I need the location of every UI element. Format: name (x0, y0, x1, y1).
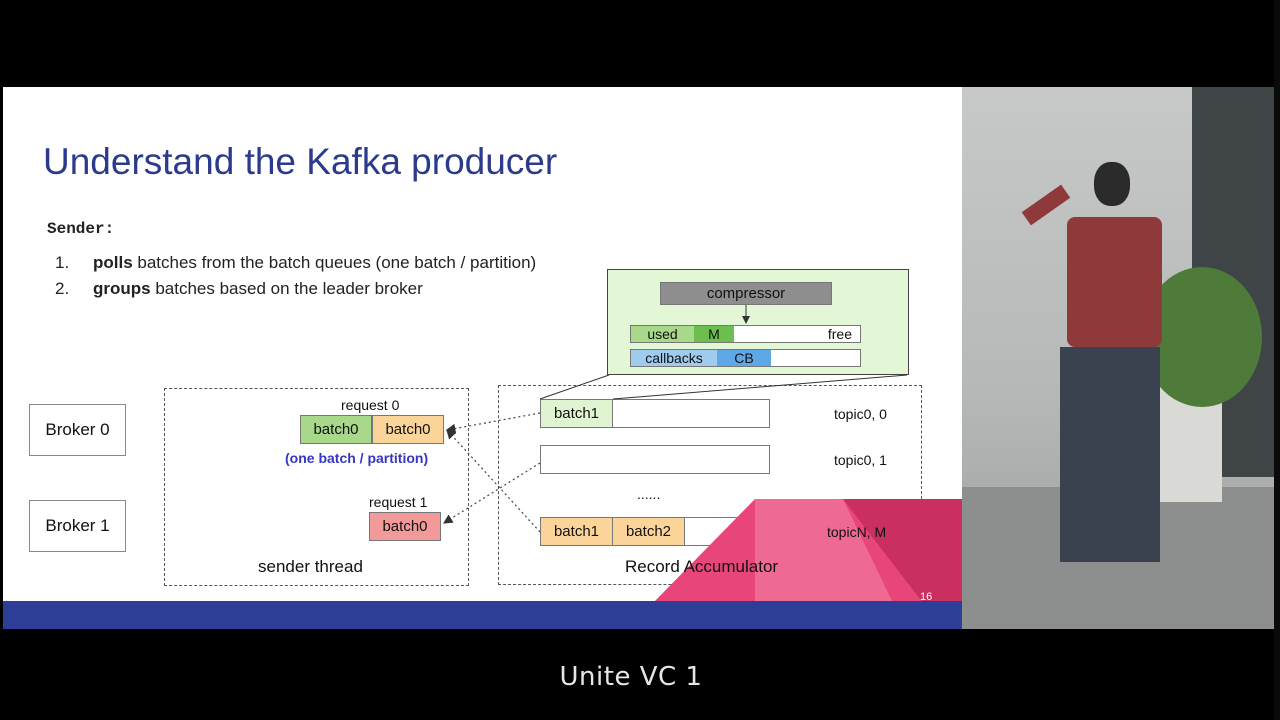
broker-0-box: Broker 0 (29, 404, 126, 456)
compressor-box: compressor (660, 282, 832, 305)
one-batch-note: (one batch / partition) (285, 450, 429, 466)
sender-thread-region (164, 388, 469, 586)
slide-title: Understand the Kafka producer (43, 141, 558, 182)
callbacks-label: callbacks (631, 350, 717, 366)
request-1-label: request 1 (369, 494, 428, 510)
accumulator-label: Record Accumulator (625, 557, 779, 576)
memory-m: M (694, 326, 734, 342)
callbacks-bar: callbacks CB (630, 349, 861, 367)
list-keyword: groups (93, 279, 151, 298)
speaker-head (1094, 162, 1130, 206)
sender-label: Sender: (47, 220, 115, 238)
list-text: batches from the batch queues (one batch… (132, 253, 537, 272)
pink-shape (755, 499, 893, 603)
topic-label: topic0, 0 (834, 406, 887, 422)
pink-decoration (653, 499, 962, 603)
room-caption: Unite VC 1 (559, 662, 703, 692)
dotted-arrow (446, 429, 541, 533)
memory-free: free (827, 326, 852, 342)
speaker-legs (1060, 347, 1160, 562)
topic-label: topic0, 1 (834, 452, 887, 468)
list-keyword: polls (93, 253, 133, 272)
queue-row: batch1 (540, 399, 770, 428)
presentation-slide: Understand the Kafka producer Sender: 1.… (3, 87, 962, 629)
list-number: 1. (55, 253, 70, 272)
queue-row (540, 445, 770, 474)
slide-footer-bar (3, 601, 962, 629)
pink-shape (843, 499, 962, 603)
speaker-shirt (1067, 217, 1162, 347)
sender-thread-label: sender thread (258, 557, 363, 576)
dotted-arrow (445, 412, 541, 434)
request-0-batch: batch0 (372, 415, 444, 444)
dotted-arrow (442, 462, 541, 524)
plant (1142, 267, 1262, 407)
queue-batch: batch1 (541, 400, 613, 427)
ellipsis: ...... (637, 486, 661, 502)
topic-label: topicN, M (827, 524, 887, 540)
list-item: 1. polls batches from the batch queues (o… (55, 253, 536, 273)
memory-used: used (631, 326, 694, 342)
request-1-batch: batch0 (369, 512, 441, 541)
request-0-batch: batch0 (300, 415, 372, 444)
broker-1-box: Broker 1 (29, 500, 126, 552)
connector-lines (442, 305, 908, 533)
edge-strip (1274, 0, 1280, 720)
list-item: 2. groups batches based on the leader bro… (55, 279, 423, 299)
callbacks-cb: CB (717, 350, 771, 366)
list-text: batches based on the leader broker (150, 279, 423, 298)
callout-pointer (539, 374, 610, 400)
list-number: 2. (55, 279, 70, 298)
callout-pointer (612, 374, 908, 400)
memory-bar: used M free (630, 325, 861, 343)
queue-batch: batch1 (541, 518, 613, 545)
speaker-video (962, 87, 1280, 629)
slide-number: 16 (920, 591, 933, 603)
queue-batch: batch2 (613, 518, 685, 545)
speaker-arm (1021, 184, 1071, 226)
request-0-label: request 0 (341, 397, 400, 413)
